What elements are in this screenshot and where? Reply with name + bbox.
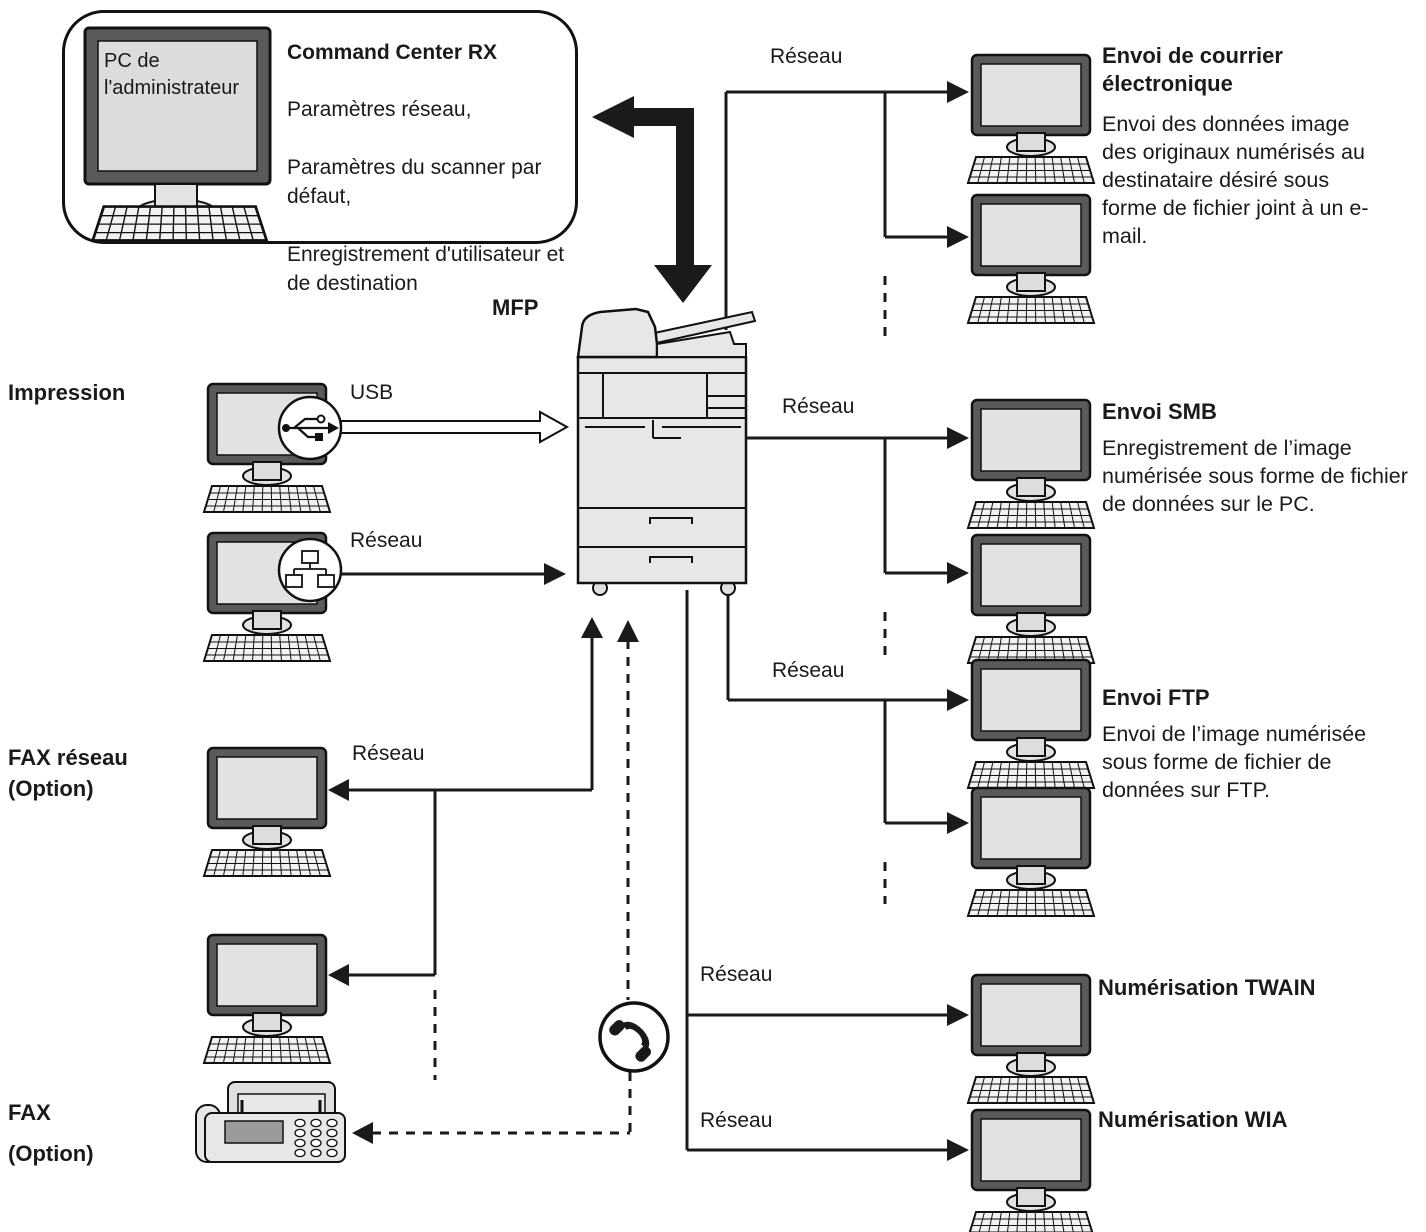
command-center-item: Paramètres du scanner par défaut, (287, 156, 542, 208)
smb-pc-2 (968, 535, 1094, 663)
mfp-illustration (576, 307, 757, 596)
usb-arrow (340, 410, 570, 444)
network-icon (277, 537, 343, 603)
usb-label: USB (350, 381, 394, 404)
sync-arrow (592, 96, 712, 303)
fax-network-option-label: (Option) (8, 776, 94, 801)
command-center-item: Paramètres réseau, (287, 98, 472, 121)
wia-title: Numérisation WIA (1098, 1107, 1288, 1132)
network-label-printing: Réseau (350, 529, 423, 552)
email-pc-1 (968, 55, 1094, 183)
smb-pc-1 (968, 400, 1094, 528)
fax-machine (195, 1081, 346, 1163)
ftp-description: Envoi de l’image numérisée sous forme de… (1102, 722, 1367, 802)
network-label-twain: Réseau (700, 963, 773, 986)
wia-pc (968, 1110, 1094, 1232)
fax-label: FAX (8, 1100, 51, 1125)
connection-lines (341, 90, 949, 1152)
ftp-title: Envoi FTP (1102, 685, 1210, 710)
network-label-wia: Réseau (700, 1109, 773, 1132)
command-center-text: Command Center RX Paramètres réseau, Par… (287, 20, 587, 327)
command-center-item: Enregistrement d'utilisateur et de desti… (287, 243, 565, 295)
admin-pc-screen-label: PC de l'administrateur (104, 50, 239, 99)
fax-network-label: FAX réseau (8, 745, 128, 770)
mfp-label: MFP (492, 295, 539, 320)
fax-option-label: (Option) (8, 1141, 94, 1166)
phone-icon (598, 1001, 670, 1073)
ftp-pc-2 (968, 788, 1094, 916)
twain-pc (968, 975, 1094, 1103)
usb-icon (277, 395, 343, 461)
network-label-email: Réseau (770, 45, 843, 68)
command-center-title: Command Center RX (287, 41, 498, 64)
fax-network-pc-1 (204, 748, 330, 876)
email-pc-2 (968, 195, 1094, 323)
smb-description: Enregistrement de l’image numérisée sous… (1102, 436, 1408, 516)
email-description: Envoi des données image des originaux nu… (1102, 112, 1369, 248)
network-label-fax-network: Réseau (352, 742, 425, 765)
impression-label: Impression (8, 380, 126, 405)
arrowheads (328, 81, 969, 1161)
network-label-ftp: Réseau (772, 659, 845, 682)
twain-title: Numérisation TWAIN (1098, 975, 1316, 1000)
email-title: Envoi de courrier électronique (1102, 43, 1283, 96)
fax-network-pc-2 (204, 935, 330, 1063)
network-label-smb: Réseau (782, 395, 855, 418)
admin-pc (83, 26, 272, 242)
smb-title: Envoi SMB (1102, 399, 1217, 424)
ftp-pc-1 (968, 660, 1094, 788)
